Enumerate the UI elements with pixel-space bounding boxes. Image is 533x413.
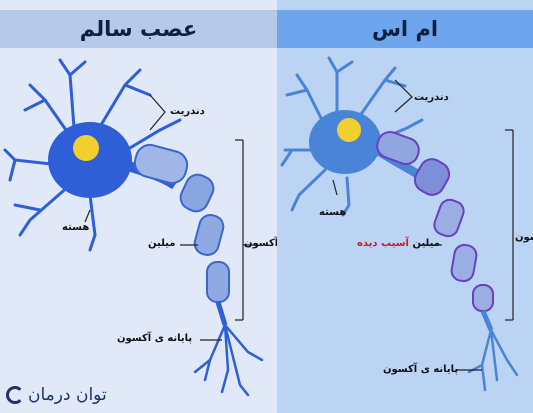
ms-neuron-illustration [277,0,533,413]
ms-myelin-label: میلین آسیب دیده [357,238,440,249]
healthy-axon [125,142,229,325]
ms-panel: ام اس [277,0,533,413]
healthy-dendrite-label: دندریت [170,106,205,117]
ms-nucleus [337,118,361,142]
ms-axon-label: آکسون [515,232,533,243]
healthy-axon-terminal-label: پایانه ی آکسون [117,333,192,344]
ms-dendrite-label: دندریت [414,92,449,103]
logo-icon [6,386,24,404]
healthy-neuron-illustration [0,0,277,413]
healthy-panel: عصب سالم [0,0,277,413]
ms-myelin-damage-text: آسیب دیده [357,238,409,249]
ms-axon [374,129,493,330]
ms-axon-terminal-label: پایانه ی آکسون [383,364,458,375]
healthy-nucleus [73,135,99,161]
ms-myelin-text: میلین [412,238,439,249]
brand-logo: توان درمان [6,385,107,405]
healthy-nucleus-label: هسته [62,222,89,233]
healthy-axon-label: آکسون [244,238,277,249]
healthy-myelin-label: میلین [148,238,175,249]
ms-nucleus-label: هسته [319,207,346,218]
brand-name: توان درمان [28,385,107,405]
